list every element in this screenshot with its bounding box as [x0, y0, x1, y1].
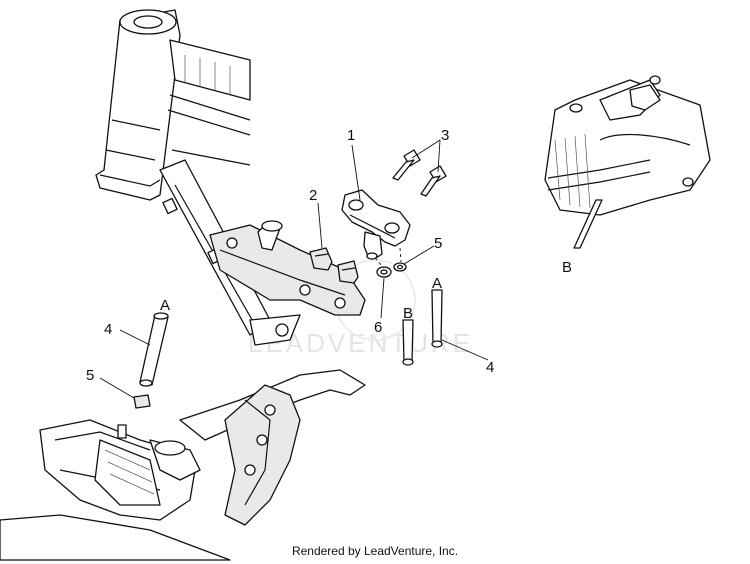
callout-2: 2 [309, 187, 317, 204]
hose-b-mid [402, 319, 414, 363]
leader-lines-mid [317, 139, 489, 361]
exhaust-assembly [0, 369, 366, 561]
bolts-part-3 [392, 149, 447, 197]
callout-4-left: 4 [104, 321, 112, 338]
label-b-right: B [562, 259, 572, 276]
callout-4-right: 4 [486, 359, 494, 376]
footer-credit: Rendered by LeadVenture, Inc. [291, 544, 459, 558]
label-a-left: A [160, 297, 170, 314]
label-b-mid: B [403, 305, 413, 322]
label-a-right: A [432, 275, 442, 292]
nuts-part-5-6 [376, 262, 407, 278]
hose-b-right [573, 199, 603, 249]
hose-a-left [99, 312, 169, 409]
callout-3: 3 [441, 127, 449, 144]
mounting-bracket [209, 220, 366, 316]
hoses-mid [402, 289, 443, 366]
fuel-tank-assembly [544, 75, 711, 249]
callout-6: 6 [374, 319, 382, 336]
callout-5-left: 5 [86, 367, 94, 384]
clip-part-2 [309, 247, 359, 284]
top-tube [169, 39, 251, 101]
nut-part-5-left [133, 394, 151, 409]
rear-frame [224, 384, 301, 526]
valve-body-part-1 [341, 189, 411, 260]
callout-5-right: 5 [434, 235, 442, 252]
hose-a-mid [431, 289, 443, 345]
callout-1: 1 [347, 127, 355, 144]
callouts: 1 2 3 5 A B 6 4 A 4 5 B [86, 127, 572, 384]
